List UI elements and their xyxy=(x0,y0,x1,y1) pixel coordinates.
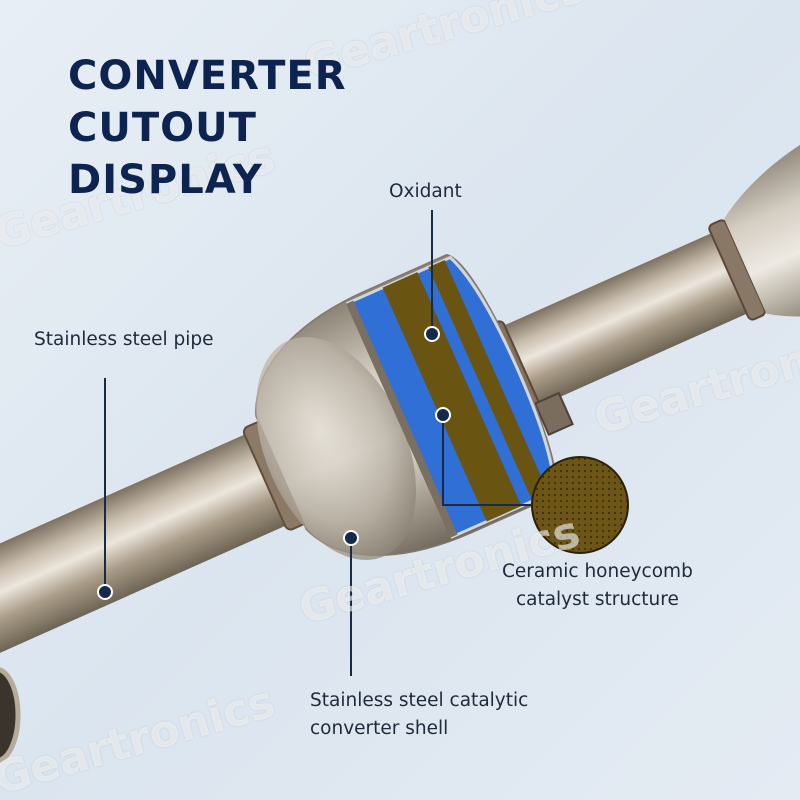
page-title: CONVERTER CUTOUT DISPLAY xyxy=(68,50,347,206)
title-line-1: CONVERTER xyxy=(68,53,347,99)
callout-line-ceramic xyxy=(442,417,532,506)
cutout-edge xyxy=(346,300,458,538)
ceramic-band-1 xyxy=(382,272,522,522)
callout-lines xyxy=(104,210,532,676)
callout-dot-ceramic xyxy=(435,407,451,423)
stainless-steel-pipe-label: Stainless steel pipe xyxy=(34,329,214,350)
sensor-bung xyxy=(533,391,574,437)
shell-label-line-1: Stainless steel catalytic xyxy=(310,690,529,711)
pipe-assembly xyxy=(0,105,800,678)
callout-dot-shell xyxy=(343,530,359,546)
inlet-pipe xyxy=(0,423,311,678)
inlet-cone xyxy=(256,336,417,560)
callout-dot-oxidant xyxy=(424,326,440,342)
shell-label-line-2: converter shell xyxy=(310,718,449,739)
downstream-canister xyxy=(724,105,800,317)
outlet-pipe xyxy=(482,221,775,416)
callout-dots xyxy=(97,326,451,600)
converter-shell-label: Stainless steel catalytic converter shel… xyxy=(310,687,528,743)
ceramic-label-line-2: catalyst structure xyxy=(515,589,679,610)
oxidant-label: Oxidant xyxy=(389,181,462,202)
cutout-window xyxy=(345,255,556,539)
title-line-3: DISPLAY xyxy=(68,157,263,203)
title-line-2: CUTOUT xyxy=(68,105,257,151)
ceramic-honeycomb-label: Ceramic honeycomb catalyst structure xyxy=(502,558,693,614)
pipe-opening xyxy=(0,667,21,763)
ceramic-band-2 xyxy=(428,259,549,502)
ceramic-label-line-1: Ceramic honeycomb xyxy=(502,561,693,582)
callout-dot-pipe xyxy=(97,584,113,600)
